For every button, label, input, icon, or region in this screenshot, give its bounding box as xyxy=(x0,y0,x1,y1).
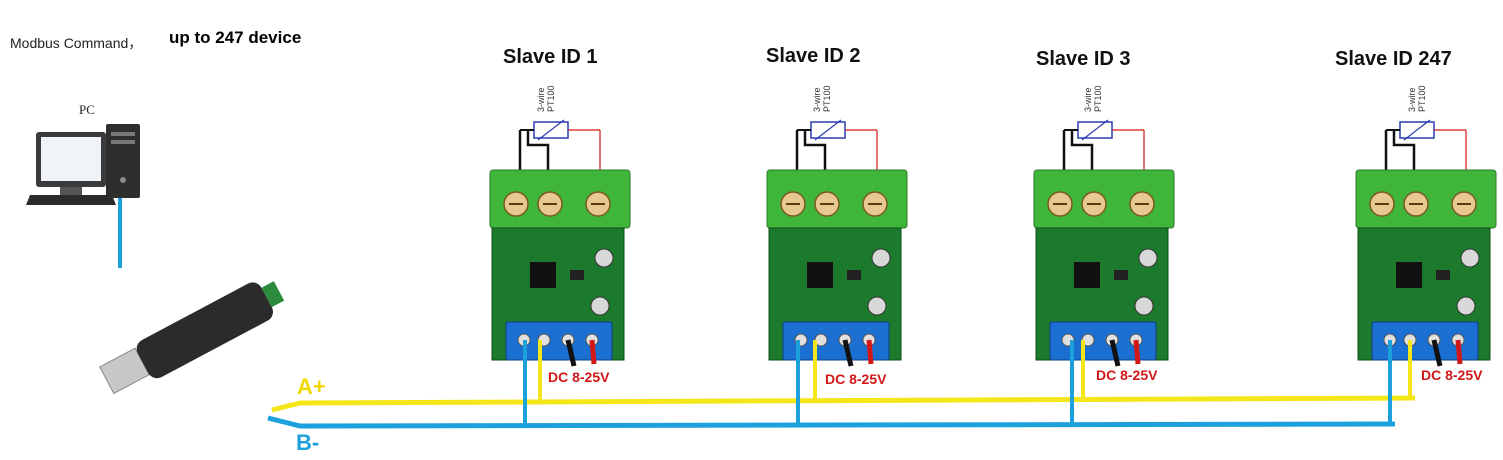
chip-icon xyxy=(1074,262,1100,288)
slave-sensor-line1-1: 3-wire xyxy=(536,87,546,112)
slave-sensor-line2-2: PT100 xyxy=(822,85,832,112)
sensor-wire-black xyxy=(1070,130,1094,190)
slave-title-1: Slave ID 1 xyxy=(503,46,598,68)
pc-icon xyxy=(26,124,140,205)
heading-left: Modbus Command， xyxy=(10,35,143,51)
slave-title-4: Slave ID 247 xyxy=(1335,48,1452,70)
power-terminal-block xyxy=(505,321,613,361)
capacitor-icon xyxy=(1460,248,1480,268)
power-terminal-block xyxy=(782,321,890,361)
slave-title-2: Slave ID 2 xyxy=(766,45,861,67)
bus-a-wire xyxy=(271,395,1416,413)
slave-title-3: Slave ID 3 xyxy=(1036,48,1131,70)
slave-power-label-3: DC 8-25V xyxy=(1096,367,1158,383)
usb-rs485-adapter-icon xyxy=(99,281,285,395)
capacitor-icon xyxy=(1456,296,1476,316)
slave-module-2 xyxy=(766,119,908,425)
power-wire-red xyxy=(1455,339,1463,365)
capacitor-icon xyxy=(871,248,891,268)
capacitor-icon xyxy=(1138,248,1158,268)
capacitor-icon xyxy=(590,296,610,316)
power-terminal-block xyxy=(1049,321,1157,361)
heading-right: up to 247 device xyxy=(169,28,302,47)
chip-icon xyxy=(570,270,584,280)
slave-power-label-2: DC 8-25V xyxy=(825,371,887,387)
bus-b-label: B- xyxy=(296,430,320,455)
capacitor-icon xyxy=(867,296,887,316)
sensor-wire-black xyxy=(803,130,827,190)
slave-module-1 xyxy=(489,119,631,425)
chip-icon xyxy=(1114,270,1128,280)
slave-sensor-line2-1: PT100 xyxy=(546,85,556,112)
power-wire-black xyxy=(842,339,854,367)
power-wire-black xyxy=(1431,339,1443,367)
slave-power-label-4: DC 8-25V xyxy=(1421,367,1483,383)
chip-icon xyxy=(530,262,556,288)
sensor-wire-black xyxy=(526,130,550,190)
chip-icon xyxy=(1436,270,1450,280)
power-wire-red xyxy=(589,339,597,365)
slave-module-4 xyxy=(1355,119,1497,425)
bus-b-wire xyxy=(267,415,1396,429)
slave-sensor-line1-3: 3-wire xyxy=(1083,87,1093,112)
slave-module-3 xyxy=(1033,119,1175,425)
power-wire-red xyxy=(866,339,874,365)
slave-sensor-line2-3: PT100 xyxy=(1093,85,1103,112)
chip-icon xyxy=(1396,262,1422,288)
power-wire-black xyxy=(1109,339,1121,367)
chip-icon xyxy=(847,270,861,280)
power-wire-red xyxy=(1133,339,1141,365)
power-terminal-block xyxy=(1371,321,1479,361)
capacitor-icon xyxy=(1134,296,1154,316)
slave-sensor-line1-2: 3-wire xyxy=(812,87,822,112)
capacitor-icon xyxy=(594,248,614,268)
bus-a-label: A+ xyxy=(297,374,326,399)
power-wire-black xyxy=(565,339,577,367)
chip-icon xyxy=(807,262,833,288)
sensor-wire-black xyxy=(1392,130,1416,190)
pc-label: PC xyxy=(79,102,95,117)
slave-sensor-line2-4: PT100 xyxy=(1417,85,1427,112)
slave-power-label-1: DC 8-25V xyxy=(548,369,610,385)
slave-sensor-line1-4: 3-wire xyxy=(1407,87,1417,112)
